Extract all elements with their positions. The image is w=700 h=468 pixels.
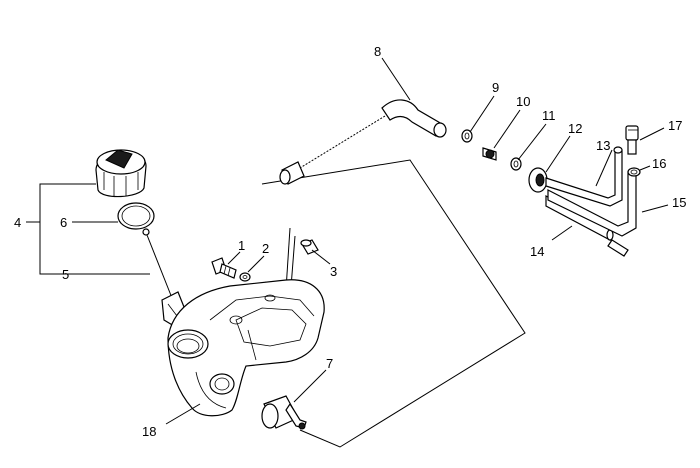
callout-9: 9 bbox=[492, 80, 499, 95]
callout-8: 8 bbox=[374, 44, 381, 59]
part-3-bushing bbox=[300, 239, 319, 255]
callout-13: 13 bbox=[596, 138, 610, 153]
part-7-fuel-filter bbox=[261, 395, 307, 430]
leader-lines bbox=[165, 57, 669, 425]
part-17-connector bbox=[625, 125, 639, 155]
callout-11: 11 bbox=[542, 108, 556, 123]
callout-16: 16 bbox=[652, 156, 666, 171]
callout-4: 4 bbox=[14, 215, 21, 230]
part-9-washer bbox=[461, 129, 473, 143]
callout-15: 15 bbox=[672, 195, 686, 210]
callout-17: 17 bbox=[668, 118, 682, 133]
part-11-washer bbox=[510, 157, 522, 171]
callout-14: 14 bbox=[530, 244, 544, 259]
callout-12: 12 bbox=[568, 121, 582, 136]
callout-10: 10 bbox=[516, 94, 530, 109]
part-13-tube bbox=[545, 146, 623, 207]
part-2-washer bbox=[239, 272, 251, 282]
part-16-o-ring bbox=[627, 167, 641, 177]
part-12-grommet bbox=[528, 167, 548, 193]
part-18-fuel-tank bbox=[167, 279, 325, 417]
callout-3: 3 bbox=[330, 264, 337, 279]
callout-bracket-4-6-5 bbox=[26, 183, 150, 275]
part-8-fuel-hose bbox=[279, 99, 447, 185]
callout-1: 1 bbox=[238, 238, 245, 253]
callout-18: 18 bbox=[142, 424, 156, 439]
part-4-fuel-cap bbox=[95, 149, 147, 198]
callout-7: 7 bbox=[326, 356, 333, 371]
callout-6: 6 bbox=[60, 215, 67, 230]
part-10-nipple bbox=[482, 147, 497, 161]
callout-5: 5 bbox=[62, 267, 69, 282]
callout-labels: 1 2 3 4 5 6 7 8 9 10 11 12 13 14 15 16 1… bbox=[14, 44, 686, 439]
part-1-screw bbox=[211, 257, 237, 279]
part-6-gasket bbox=[117, 202, 155, 230]
callout-2: 2 bbox=[262, 241, 269, 256]
